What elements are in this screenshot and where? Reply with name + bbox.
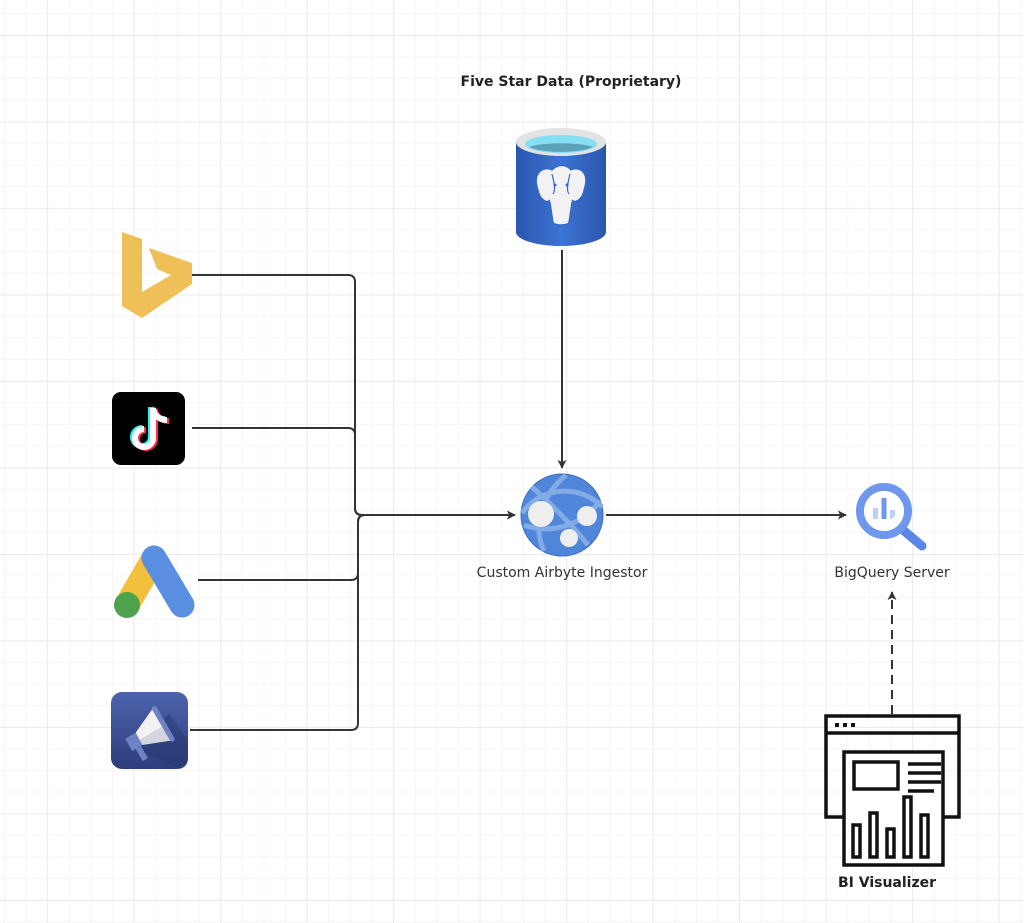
ingestor-label: Custom Airbyte Ingestor	[476, 565, 648, 581]
postgresql-database-icon[interactable]	[516, 128, 606, 246]
connector-marketing-to-ingestor[interactable]	[190, 514, 366, 731]
postgres-title-label: Five Star Data (Proprietary)	[460, 74, 682, 90]
web-app-globe-icon[interactable]	[519, 473, 604, 557]
bing-ads-icon[interactable]	[122, 232, 192, 318]
connector-bing-to-ingestor[interactable]	[192, 274, 363, 516]
google-ads-icon[interactable]	[114, 545, 195, 618]
connector-tiktok-to-ingestor[interactable]	[192, 427, 363, 516]
bigquery-label: BigQuery Server	[834, 565, 950, 581]
tiktok-icon[interactable]	[112, 392, 185, 465]
bigquery-icon[interactable]	[856, 483, 927, 551]
bi-visualizer-label: BI Visualizer	[837, 875, 937, 891]
dashboard-browser-icon[interactable]	[824, 714, 961, 867]
browser-dots	[835, 723, 855, 727]
megaphone-marketing-icon[interactable]	[111, 692, 188, 769]
connector-google-ads-to-ingestor[interactable]	[198, 514, 366, 581]
